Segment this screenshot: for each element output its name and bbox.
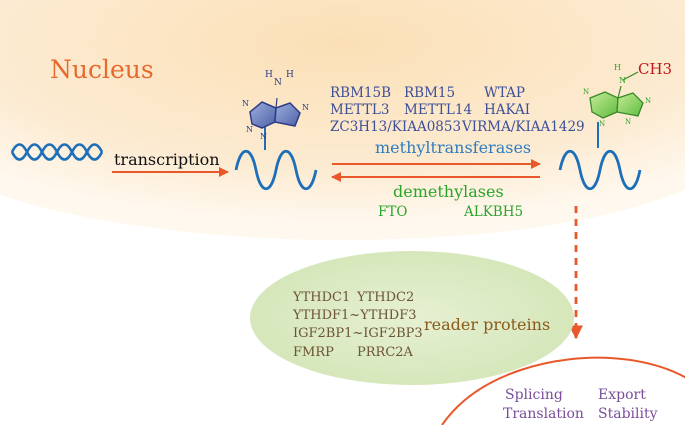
nucleus-label: Nucleus [50,55,154,84]
outcome-item: Splicing [505,387,563,403]
cytoplasm-arc [441,356,685,425]
writer-item: RBM15B [330,85,391,101]
reader-proteins-region [250,251,574,385]
rna-methylated [558,149,642,191]
methyltransferases-label: methyltransferases [375,138,531,157]
outcome-list: Splicing Export Translation Stability [503,387,658,422]
ring-n-label: N [645,97,651,105]
rna-unmodified [234,149,318,191]
reader-item: FMRP [293,345,334,360]
nucleus-region [0,0,685,240]
reader-item: YTHDF1~YTHDF3 [292,308,417,323]
reader-item: YTHDC1 [292,290,350,305]
reader-proteins-label: reader proteins [424,315,550,334]
methyl-n-label: N [619,76,626,85]
amine-n-label: N [274,78,282,88]
writer-item: WTAP [484,85,525,101]
ring-n-label: N [625,118,631,126]
dna-helix [10,143,104,161]
outcome-item: Translation [503,406,584,422]
ch3-label: CH3 [638,60,672,78]
m6a-molecule: N H N N N N CH3 [583,60,672,128]
ring-n-label: N [260,132,267,141]
writer-item: RBM15 [404,85,455,101]
reader-item: IGF2BP1~IGF2BP3 [293,326,423,341]
writer-item: METTL14 [404,102,472,118]
writer-item: ZC3H13/KIAA0853 [330,119,461,135]
adenine-molecule: N H H N N N N [242,70,309,141]
ring-n-label: N [583,88,589,96]
demethylases-label: demethylases [393,182,504,201]
outcome-item: Stability [598,406,658,422]
ring-n-label: N [246,125,253,134]
writer-item: HAKAI [484,102,530,118]
ring-n-label: N [302,103,309,112]
reader-item: YTHDC2 [356,290,414,305]
amine-h-left: H [265,70,273,80]
transcription-label: transcription [114,150,220,169]
writer-item: VIRMA/KIAA1429 [461,119,585,135]
methyl-h-label: H [614,63,621,72]
outcome-item: Export [598,387,646,403]
eraser-item: FTO [378,204,407,220]
ring-n-label: N [242,99,249,108]
reader-list: YTHDC1 YTHDC2 YTHDF1~YTHDF3 IGF2BP1~IGF2… [292,290,423,360]
writer-list: RBM15B RBM15 WTAP METTL3 METTL14 HAKAI Z… [330,85,585,135]
ring-n-label: N [599,120,605,128]
amine-h-right: H [286,70,294,80]
reader-item: PRRC2A [357,345,414,360]
eraser-item: ALKBH5 [463,204,523,220]
writer-item: METTL3 [330,102,390,118]
